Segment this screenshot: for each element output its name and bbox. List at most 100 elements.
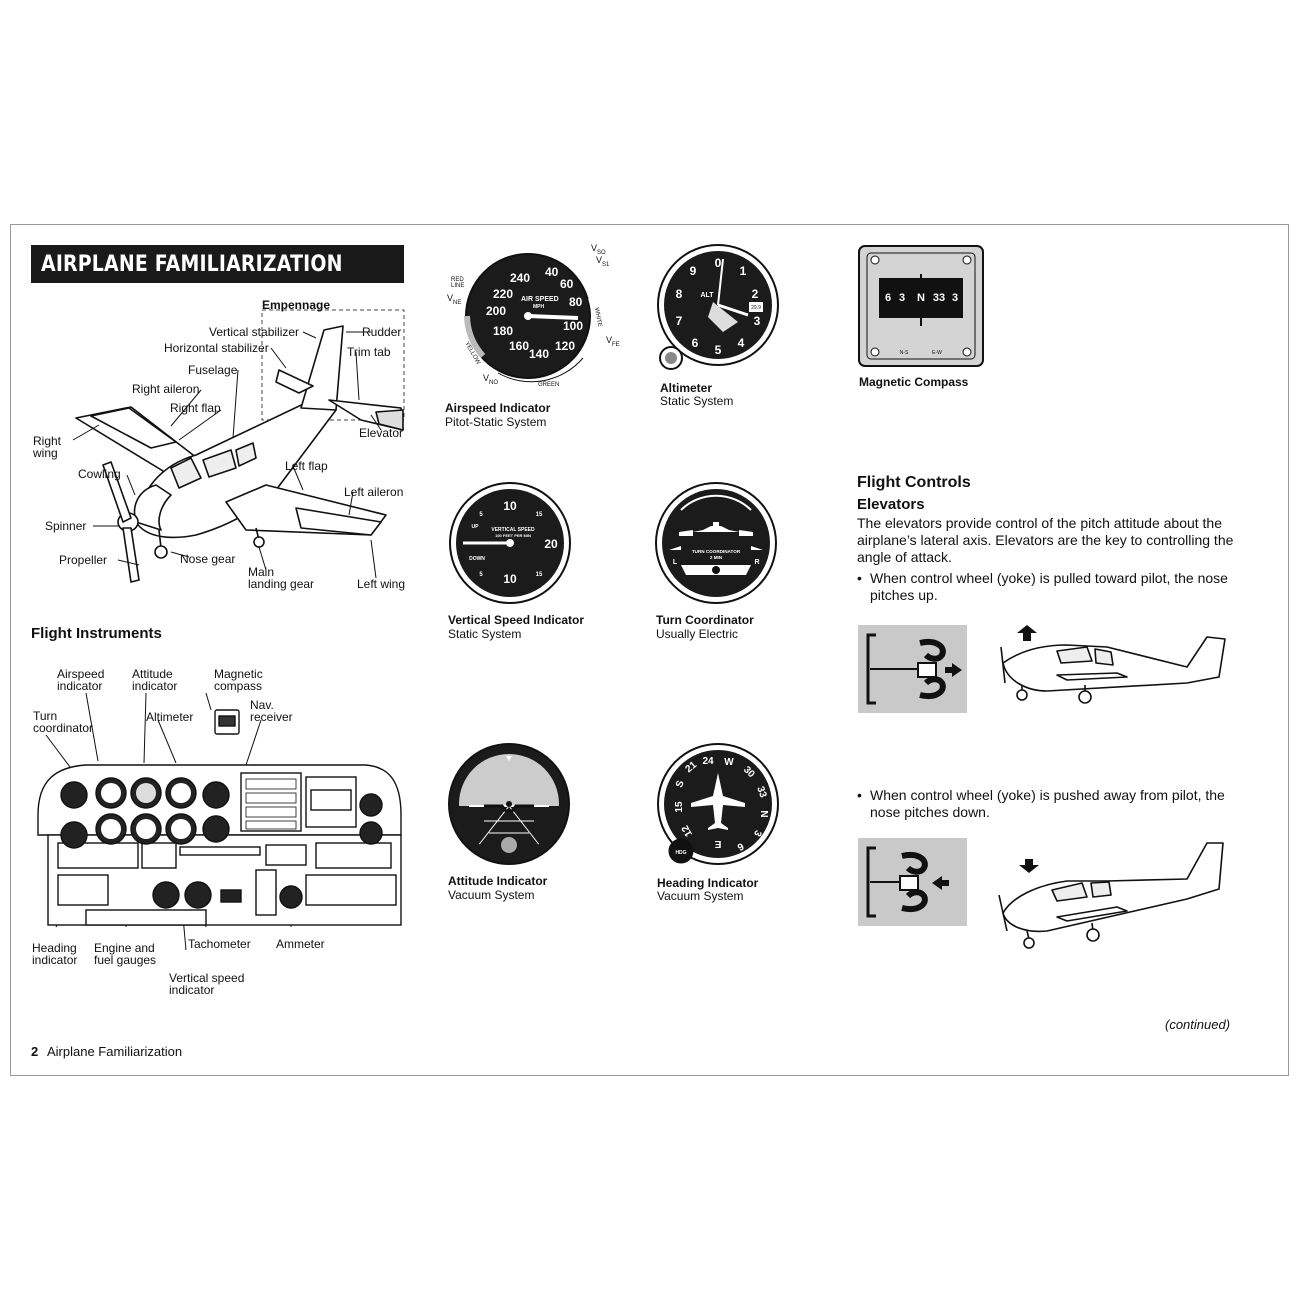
label-altimeter: Altimeter: [146, 710, 194, 724]
turn-face-label-2: 2 MIN: [710, 555, 723, 560]
asi-vfe: V: [606, 335, 612, 345]
instrument-panel-diagram: [37, 692, 402, 951]
asi-tick-120: 120: [555, 339, 575, 353]
label-fuselage: Fuselage: [188, 363, 238, 377]
hdg-tick-3: 3: [751, 828, 764, 838]
asi-tick-40: 40: [545, 265, 559, 279]
asi-face-label-1: AIR SPEED: [521, 296, 559, 303]
bullet-2-marker: •: [857, 787, 862, 803]
label-rudder: Rudder: [362, 325, 402, 339]
label-heading-indicator-2: indicator: [32, 953, 78, 967]
hdg-tick-e: E: [714, 838, 721, 849]
hdg-knob: HDG: [675, 850, 686, 856]
vsi-tick-20: 20: [544, 537, 558, 551]
asi-tick-80: 80: [569, 295, 583, 309]
airplane-nose-up-diagram: [1000, 625, 1226, 704]
asi-vs1: V: [596, 255, 602, 265]
compass-card-6: 6: [885, 292, 891, 304]
altimeter-subtitle: Static System: [660, 394, 734, 408]
alt-tick-2: 2: [752, 287, 759, 301]
vsi-up: UP: [472, 524, 480, 530]
alt-tick-6: 6: [692, 336, 699, 350]
compass-card-n: N: [917, 292, 925, 304]
label-right-wing-2: wing: [33, 446, 58, 460]
airspeed-indicator-gauge: 40 60 80 100 120 140 160 180 200 220 240…: [447, 243, 620, 388]
altimeter-title: Altimeter: [660, 381, 713, 395]
alt-face-label: ALT: [700, 292, 714, 299]
label-turn-coordinator-1: Turn: [33, 709, 58, 723]
label-right-wing-1: Right: [33, 434, 62, 448]
alt-tick-8: 8: [676, 287, 683, 301]
label-main-gear-2: landing gear: [248, 577, 315, 591]
airplane-leader-lines: [72, 331, 382, 579]
asi-vs1-sub: S1: [602, 262, 610, 268]
vsi-title: Vertical Speed Indicator: [448, 613, 585, 627]
footer-section-name: Airplane Familiarization: [47, 1044, 183, 1059]
label-right-aileron: Right aileron: [132, 382, 200, 396]
asi-vfe-sub: FE: [612, 342, 620, 348]
asi-face-label-2: MPH: [533, 304, 545, 310]
airplane-diagram: [75, 309, 405, 583]
label-horizontal-stabilizer: Horizontal stabilizer: [164, 341, 269, 355]
airspeed-subtitle: Pitot-Static System: [445, 415, 547, 429]
book-page: AIRPLANE FAMILIARIZATION: [10, 224, 1289, 1076]
vsi-tick-15-up: 15: [536, 512, 543, 518]
label-vertical-stabilizer: Vertical stabilizer: [209, 325, 300, 339]
asi-vne-sub: NE: [453, 300, 461, 306]
vsi-tick-10-up: 10: [503, 499, 517, 513]
compass-small-1: N-S: [900, 350, 909, 356]
label-elevator: Elevator: [359, 426, 404, 440]
hdg-tick-12: 12: [680, 823, 695, 839]
asi-tick-60: 60: [560, 277, 574, 291]
yoke-pull-diagram: [866, 633, 962, 705]
label-ammeter: Ammeter: [276, 937, 325, 951]
label-empennage: Empennage: [262, 298, 331, 312]
hdg-tick-6: 6: [735, 840, 746, 853]
hdg-tick-w: W: [724, 757, 734, 768]
magnetic-compass-gauge: 6 3 N 33 3 N-S E-W: [858, 245, 984, 367]
asi-white-arc: WHITE: [593, 307, 602, 327]
continued-note: (continued): [1165, 1017, 1231, 1032]
label-vsi-2: indicator: [169, 983, 215, 997]
label-magnetic-compass-1: Magnetic: [214, 667, 263, 681]
label-attitude-2: indicator: [132, 679, 178, 693]
asi-vso-sub: SO: [597, 250, 606, 256]
flight-instruments-heading: Flight Instruments: [31, 625, 162, 642]
alt-tick-9: 9: [690, 264, 697, 278]
vsi-down: DOWN: [469, 556, 485, 562]
turn-coordinator-gauge: TURN COORDINATOR 2 MIN L R: [655, 482, 777, 604]
altimeter-gauge: 0 1 2 3 4 5 6 7 8 9 ALT 29.9: [657, 244, 779, 370]
flight-controls-heading: Flight Controls: [857, 474, 971, 491]
asi-green-arc: GREEN: [538, 382, 559, 388]
alt-tick-1: 1: [740, 264, 747, 278]
label-cowling: Cowling: [78, 467, 121, 481]
label-airspeed-2: indicator: [57, 679, 103, 693]
asi-tick-220: 220: [493, 287, 513, 301]
label-heading-indicator-1: Heading: [32, 941, 77, 955]
label-right-flap: Right flap: [170, 401, 221, 415]
attitude-subtitle: Vacuum System: [448, 888, 535, 902]
alt-tick-5: 5: [715, 343, 722, 357]
asi-tick-200: 200: [486, 304, 506, 318]
turn-subtitle: Usually Electric: [656, 627, 739, 641]
bullet-2-text: When control wheel (yoke) is pushed away…: [870, 787, 1225, 820]
vsi-face-label-2: 100 FEET PER MIN: [495, 533, 531, 538]
heading-subtitle: Vacuum System: [657, 889, 744, 903]
label-magnetic-compass-2: compass: [214, 679, 263, 693]
label-engine-fuel-1: Engine and: [94, 941, 155, 955]
asi-tick-240: 240: [510, 271, 530, 285]
label-main-gear-1: Main: [248, 565, 275, 579]
label-vsi-1: Vertical speed: [169, 971, 245, 985]
attitude-title: Attitude Indicator: [448, 874, 548, 888]
vsi-subtitle: Static System: [448, 627, 522, 641]
asi-vso: V: [591, 243, 597, 253]
hdg-tick-15: 15: [674, 801, 685, 813]
compass-card-3b: 3: [952, 292, 958, 304]
asi-tick-160: 160: [509, 339, 529, 353]
label-propeller: Propeller: [59, 553, 108, 567]
turn-left: L: [673, 559, 678, 566]
asi-tick-140: 140: [529, 347, 549, 361]
hdg-tick-24: 24: [702, 756, 714, 767]
airspeed-title: Airspeed Indicator: [445, 401, 551, 415]
compass-card-33: 33: [933, 292, 945, 304]
